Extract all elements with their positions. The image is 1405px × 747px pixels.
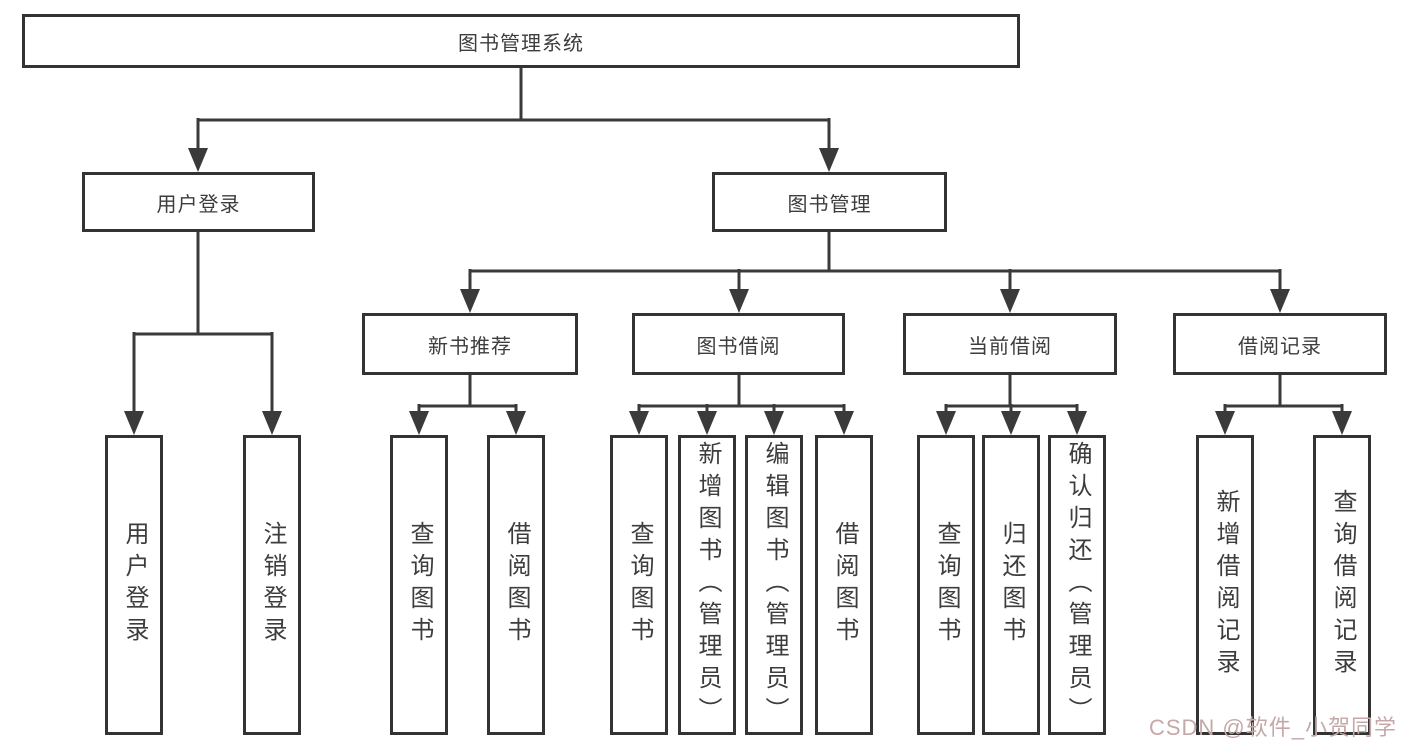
leaf-add-borrow-record: 新增借阅记录 xyxy=(1196,435,1254,735)
leaf-return-books: 归还图书 xyxy=(982,435,1040,735)
leaf-borrow-books-recommend: 借阅图书 xyxy=(487,435,545,735)
arrow-down-icon xyxy=(506,411,526,435)
node-book-borrowing: 图书借阅 xyxy=(632,313,845,375)
node-root: 图书管理系统 xyxy=(22,14,1020,68)
arrow-down-icon xyxy=(1332,411,1352,435)
arrow-down-icon xyxy=(629,411,649,435)
leaf-query-books-borrowing: 查询图书 xyxy=(610,435,668,735)
arrow-down-icon xyxy=(1001,411,1021,435)
leaf-confirm-return-admin: 确认归还（管理员） xyxy=(1048,435,1106,735)
arrowheads xyxy=(124,148,1352,435)
arrow-down-icon xyxy=(1215,411,1235,435)
arrow-down-icon xyxy=(729,289,749,313)
arrow-down-icon xyxy=(834,411,854,435)
arrow-down-icon xyxy=(409,411,429,435)
leaf-borrow-books: 借阅图书 xyxy=(815,435,873,735)
arrow-down-icon xyxy=(819,148,839,172)
arrow-down-icon xyxy=(188,148,208,172)
arrow-down-icon xyxy=(124,411,144,435)
leaf-add-books-admin: 新增图书（管理员） xyxy=(678,435,736,735)
csdn-watermark: CSDN @软件_小贺同学 xyxy=(1148,715,1397,740)
arrow-down-icon xyxy=(1270,289,1290,313)
arrow-down-icon xyxy=(1067,411,1087,435)
leaf-logout: 注销登录 xyxy=(243,435,301,735)
node-current-borrowing: 当前借阅 xyxy=(903,313,1117,375)
arrow-down-icon xyxy=(1000,289,1020,313)
node-book-management: 图书管理 xyxy=(712,172,947,232)
arrow-down-icon xyxy=(460,289,480,313)
leaf-query-books-current: 查询图书 xyxy=(917,435,975,735)
arrow-down-icon xyxy=(936,411,956,435)
node-user-login: 用户登录 xyxy=(82,172,315,232)
arrow-down-icon xyxy=(262,411,282,435)
leaf-edit-books-admin: 编辑图书（管理员） xyxy=(745,435,803,735)
arrow-down-icon xyxy=(697,411,717,435)
node-borrowing-records: 借阅记录 xyxy=(1173,313,1387,375)
leaf-user-login: 用户登录 xyxy=(105,435,163,735)
leaf-query-books-recommend: 查询图书 xyxy=(390,435,448,735)
node-new-book-recommend: 新书推荐 xyxy=(362,313,578,375)
arrow-down-icon xyxy=(764,411,784,435)
leaf-query-borrow-record: 查询借阅记录 xyxy=(1313,435,1371,735)
